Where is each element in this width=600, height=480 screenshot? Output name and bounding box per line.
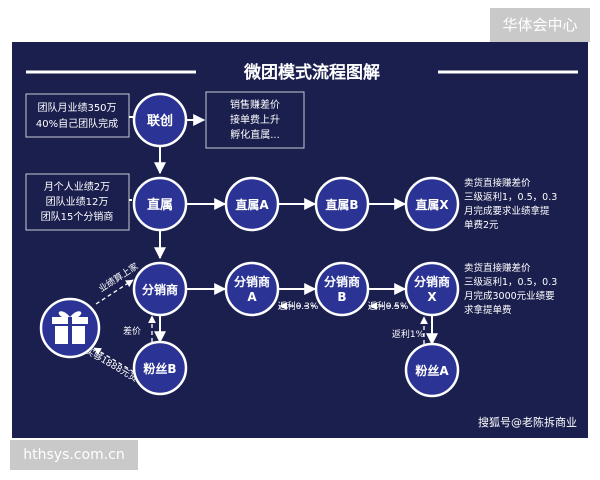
- node-fenxiao-x-label-1: 分销商: [414, 274, 450, 289]
- node-zhishu: [132, 176, 188, 232]
- gift-icon: [52, 311, 88, 344]
- sales-box: [205, 91, 305, 149]
- note-zhishu-x-1: 卖货直接赚差价: [464, 177, 531, 189]
- note-fenxiao-x-3: 月完成3000元业绩要: [464, 290, 555, 302]
- node-fensi-b: [132, 340, 188, 396]
- diagram-title: 微团模式流程图解: [243, 62, 380, 83]
- watermark-bottom: hthsys.com.cn: [10, 440, 138, 470]
- node-zhishu-x: [404, 176, 460, 232]
- node-fenxiao: [132, 261, 188, 317]
- node-fensi-a: [404, 342, 460, 398]
- note-fenxiao-x-4: 求拿提单费: [464, 304, 512, 316]
- node-zhishu-a-label: 直属A: [235, 197, 269, 212]
- node-zhishu-x-label: 直属X: [415, 197, 449, 212]
- label-rebate-03: 返利0.3%: [278, 300, 319, 312]
- fensi-b-to-gift: [93, 347, 135, 373]
- label-rebate-1: 返利1%: [392, 328, 425, 340]
- team-top-box: [25, 93, 130, 138]
- node-zhishu-b: [314, 176, 370, 232]
- sales-line-3: 孵化直属...: [230, 128, 280, 141]
- gift-node: [39, 297, 101, 359]
- watermark-top: 华体会中心: [490, 8, 590, 42]
- personal-box: [25, 173, 130, 231]
- sales-line-2: 接单费上升: [230, 113, 280, 126]
- label-buy-gift: 买够1888元货: [83, 344, 140, 384]
- node-fenxiao-x: [404, 261, 460, 317]
- note-fenxiao-x-1: 卖货直接赚差价: [464, 262, 531, 274]
- sales-line-1: 销售赚差价: [230, 98, 280, 111]
- label-chajia: 差价: [123, 325, 141, 337]
- note-zhishu-x-4: 单费2元: [464, 219, 499, 231]
- personal-line-1: 月个人业绩2万: [44, 180, 110, 193]
- flow-diagram: 微团模式流程图解 团队月业绩350万 40%自己团队完成 销售赚差价 接单费上升…: [25, 62, 578, 429]
- node-fenxiao-b-label-2: B: [337, 290, 346, 304]
- team-top-line-2: 40%自己团队完成: [36, 117, 118, 130]
- gift-to-fenxiao: [95, 279, 134, 305]
- team-top-line-1: 团队月业绩350万: [37, 101, 116, 114]
- node-fenxiao-b-label-1: 分销商: [324, 274, 360, 289]
- label-rebate-05: 返利0.5%: [368, 300, 409, 312]
- node-fenxiao-b: [314, 261, 370, 317]
- node-lianchuang: [132, 92, 188, 148]
- note-zhishu-x-3: 月完成要求业绩拿提: [464, 205, 550, 217]
- node-lianchuang-label: 联创: [147, 113, 173, 129]
- node-fensi-b-label: 粉丝B: [143, 361, 176, 376]
- node-fenxiao-label: 分销商: [142, 282, 178, 297]
- node-zhishu-b-label: 直属B: [325, 197, 358, 212]
- node-fenxiao-a-label-2: A: [247, 290, 257, 304]
- note-zhishu-x-2: 三级返利1，0.5，0.3: [464, 191, 557, 203]
- node-fenxiao-a: [224, 261, 280, 317]
- node-zhishu-a: [224, 176, 280, 232]
- node-zhishu-label: 直属: [147, 197, 173, 213]
- node-fensi-a-label: 粉丝A: [415, 363, 449, 378]
- note-fenxiao-x-2: 三级返利1，0.5，0.3: [464, 276, 557, 288]
- credit-text: 搜狐号@老陈拆商业: [478, 415, 577, 429]
- node-fenxiao-x-label-2: X: [427, 290, 437, 304]
- personal-line-3: 团队15个分销商: [41, 210, 114, 223]
- node-fenxiao-a-label-1: 分销商: [234, 274, 270, 289]
- diagram-panel: 微团模式流程图解 团队月业绩350万 40%自己团队完成 销售赚差价 接单费上升…: [12, 42, 588, 438]
- personal-line-2: 团队业绩12万: [46, 195, 109, 208]
